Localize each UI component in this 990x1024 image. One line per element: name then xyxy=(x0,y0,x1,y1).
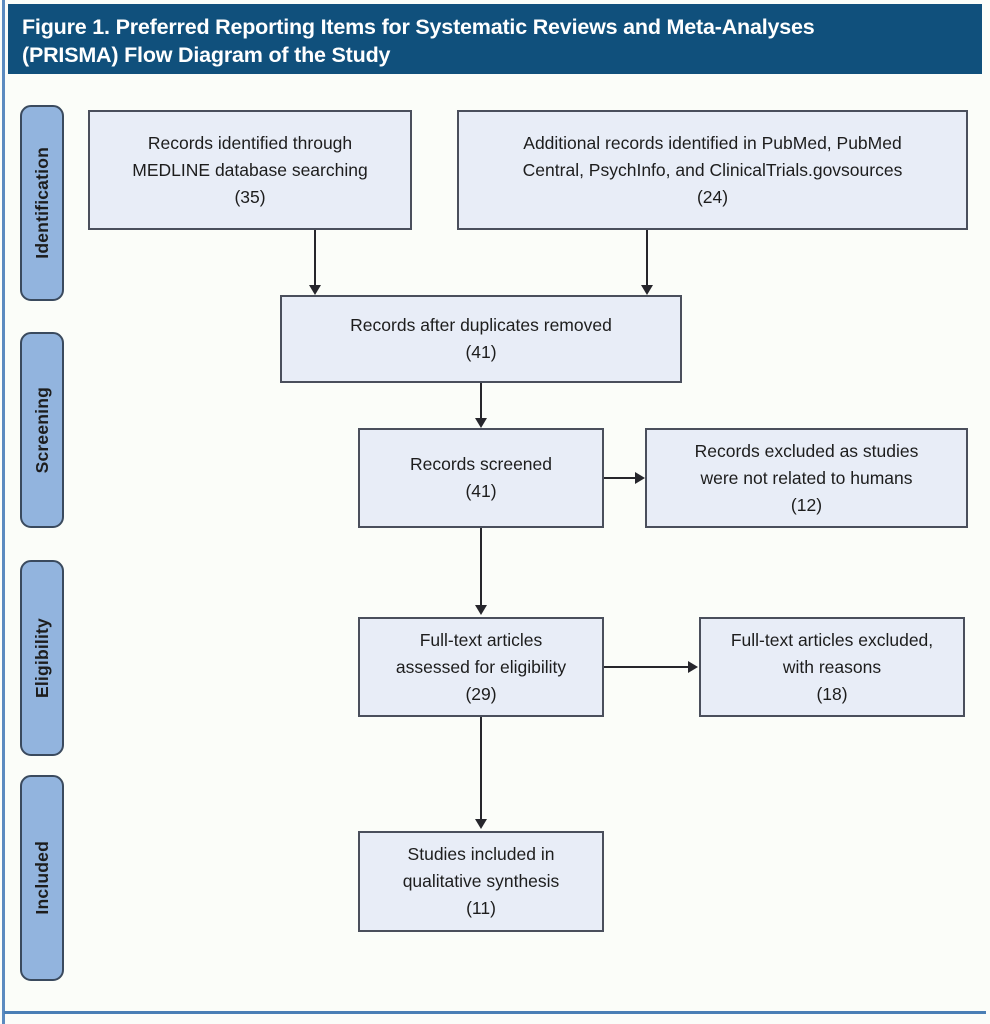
arrowhead-screened-to-fulltext xyxy=(475,605,487,615)
arrowhead-duplicates-to-screened xyxy=(475,418,487,428)
connector-fulltext-to-included xyxy=(480,717,482,821)
stage-tab-screening: Screening xyxy=(20,332,64,528)
box-studies-included-text: Studies included in qualitative synthesi… xyxy=(402,844,560,918)
stage-tab-identification: Identification xyxy=(20,105,64,301)
box-full-text-excluded-text: Full-text articles excluded, with reason… xyxy=(730,629,934,704)
box-records-after-duplicates-text: Records after duplicates removed (41) xyxy=(350,315,612,362)
connector-additional-to-duplicates xyxy=(646,230,648,287)
box-records-after-duplicates: Records after duplicates removed (41) xyxy=(280,295,682,383)
box-additional-records-text: Additional records identified in PubMed,… xyxy=(522,132,903,207)
connector-screened-to-fulltext xyxy=(480,528,482,607)
figure-header-bar: Figure 1. Preferred Reporting Items for … xyxy=(8,4,982,74)
box-full-text-excluded: Full-text articles excluded, with reason… xyxy=(699,617,965,717)
figure-title: Figure 1. Preferred Reporting Items for … xyxy=(22,15,815,67)
box-studies-included: Studies included in qualitative synthesi… xyxy=(358,831,604,932)
arrowhead-fulltext-to-included xyxy=(475,819,487,829)
stage-tab-screening-label: Screening xyxy=(31,386,52,474)
stage-tab-included: Included xyxy=(20,775,64,981)
box-full-text-assessed: Full-text articles assessed for eligibil… xyxy=(358,617,604,717)
connector-screened-to-excluded xyxy=(604,477,638,479)
box-records-screened-text: Records screened (41) xyxy=(409,454,553,501)
connector-fulltext-to-excluded xyxy=(604,666,690,668)
box-records-identified-medline: Records identified through MEDLINE datab… xyxy=(88,110,412,230)
connector-duplicates-to-screened xyxy=(480,383,482,420)
box-records-identified-medline-text: Records identified through MEDLINE datab… xyxy=(132,132,368,207)
box-additional-records: Additional records identified in PubMed,… xyxy=(457,110,968,230)
box-records-screened: Records screened (41) xyxy=(358,428,604,528)
arrowhead-fulltext-to-excluded xyxy=(688,661,698,673)
stage-tab-identification-label: Identification xyxy=(31,147,52,259)
connector-medline-to-duplicates xyxy=(314,230,316,287)
page-left-border xyxy=(2,0,5,1024)
stage-tab-eligibility-label: Eligibility xyxy=(31,618,52,698)
arrowhead-additional-to-duplicates xyxy=(641,285,653,295)
arrowhead-screened-to-excluded xyxy=(635,472,645,484)
box-records-excluded: Records excluded as studies were not rel… xyxy=(645,428,968,528)
box-records-excluded-text: Records excluded as studies were not rel… xyxy=(694,440,919,515)
box-full-text-assessed-text: Full-text articles assessed for eligibil… xyxy=(395,629,567,704)
page-bottom-border xyxy=(4,1011,986,1014)
arrowhead-medline-to-duplicates xyxy=(309,285,321,295)
stage-tab-included-label: Included xyxy=(31,841,52,915)
stage-tab-eligibility: Eligibility xyxy=(20,560,64,756)
